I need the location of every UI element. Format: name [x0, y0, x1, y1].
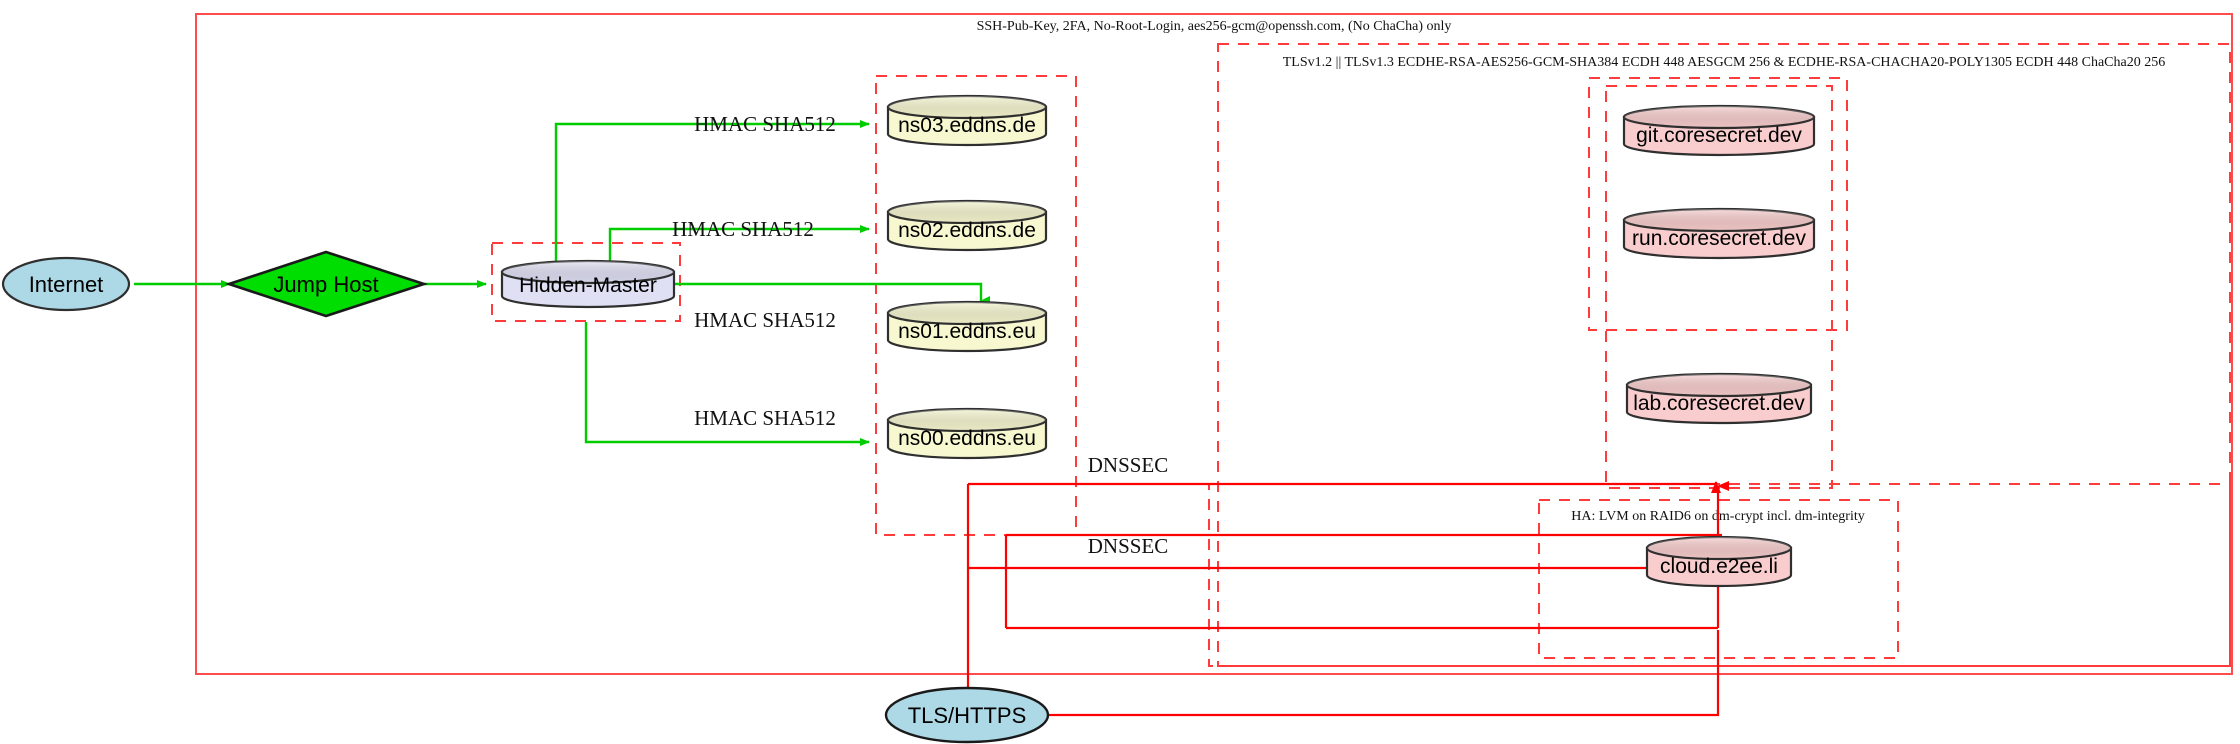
node-internet[interactable]: Internet: [1, 256, 131, 312]
edge-master-to-ns01: [674, 282, 990, 306]
node-ns00-label: ns00.eddns.eu: [898, 427, 1036, 450]
node-git-coresecret[interactable]: git.coresecret.dev: [1622, 104, 1816, 157]
edge-dnssec-upper-h: [968, 481, 1721, 493]
node-run-label: run.coresecret.dev: [1632, 227, 1806, 250]
node-run-coresecret[interactable]: run.coresecret.dev: [1622, 207, 1816, 260]
node-jumphost-label: Jump Host: [273, 272, 378, 297]
node-ns03[interactable]: ns03.eddns.de: [886, 94, 1048, 147]
node-tls-https[interactable]: TLS/HTTPS: [884, 686, 1050, 744]
node-ns01-label: ns01.eddns.eu: [898, 320, 1036, 343]
cluster-master-zone: [491, 242, 681, 322]
cluster-tls-label: TLSv1.2 || TLSv1.3 ECDHE-RSA-AES256-GCM-…: [1283, 55, 2165, 70]
node-lab-coresecret[interactable]: lab.coresecret.dev: [1625, 372, 1813, 425]
node-ns02[interactable]: ns02.eddns.de: [886, 199, 1048, 252]
edge-master-to-ns00: [584, 322, 870, 446]
cluster-outer-ssh: [195, 13, 2233, 675]
node-hidden-master-label: Hidden-Master: [519, 274, 657, 297]
node-ns01[interactable]: ns01.eddns.eu: [886, 300, 1048, 353]
node-ns02-label: ns02.eddns.de: [898, 219, 1036, 242]
edge-master-to-ns02: [608, 225, 870, 272]
edge-label-hmac-ns01: HMAC SHA512: [694, 308, 836, 332]
edge-tlshttps-to-apps: [1048, 630, 1720, 717]
node-ns03-label: ns03.eddns.de: [898, 114, 1036, 137]
edge-master-to-ns03: [554, 120, 870, 272]
node-ns00[interactable]: ns00.eddns.eu: [886, 407, 1048, 460]
cluster-dns-zone: [875, 75, 1077, 536]
node-tls-https-label: TLS/HTTPS: [908, 703, 1027, 728]
node-hidden-master[interactable]: Hidden-Master: [500, 259, 676, 309]
edge-label-dnssec-upper: DNSSEC: [1088, 453, 1169, 477]
edge-label-dnssec-lower: DNSSEC: [1088, 534, 1169, 558]
edge-label-hmac-ns03: HMAC SHA512: [694, 112, 836, 136]
cluster-coresecret-zone: [1588, 77, 1848, 331]
node-git-label: git.coresecret.dev: [1636, 124, 1802, 147]
node-jumphost[interactable]: Jump Host: [224, 250, 429, 318]
node-cloud-label: cloud.e2ee.li: [1660, 555, 1778, 578]
edge-label-hmac-ns02: HMAC SHA512: [672, 217, 814, 241]
node-cloud-e2ee[interactable]: cloud.e2ee.li: [1645, 535, 1793, 588]
edge-label-hmac-ns00: HMAC SHA512: [694, 406, 836, 430]
node-internet-label: Internet: [29, 272, 104, 297]
cluster-outer-label: SSH-Pub-Key, 2FA, No-Root-Login, aes256-…: [977, 19, 1452, 34]
node-lab-label: lab.coresecret.dev: [1633, 392, 1805, 415]
